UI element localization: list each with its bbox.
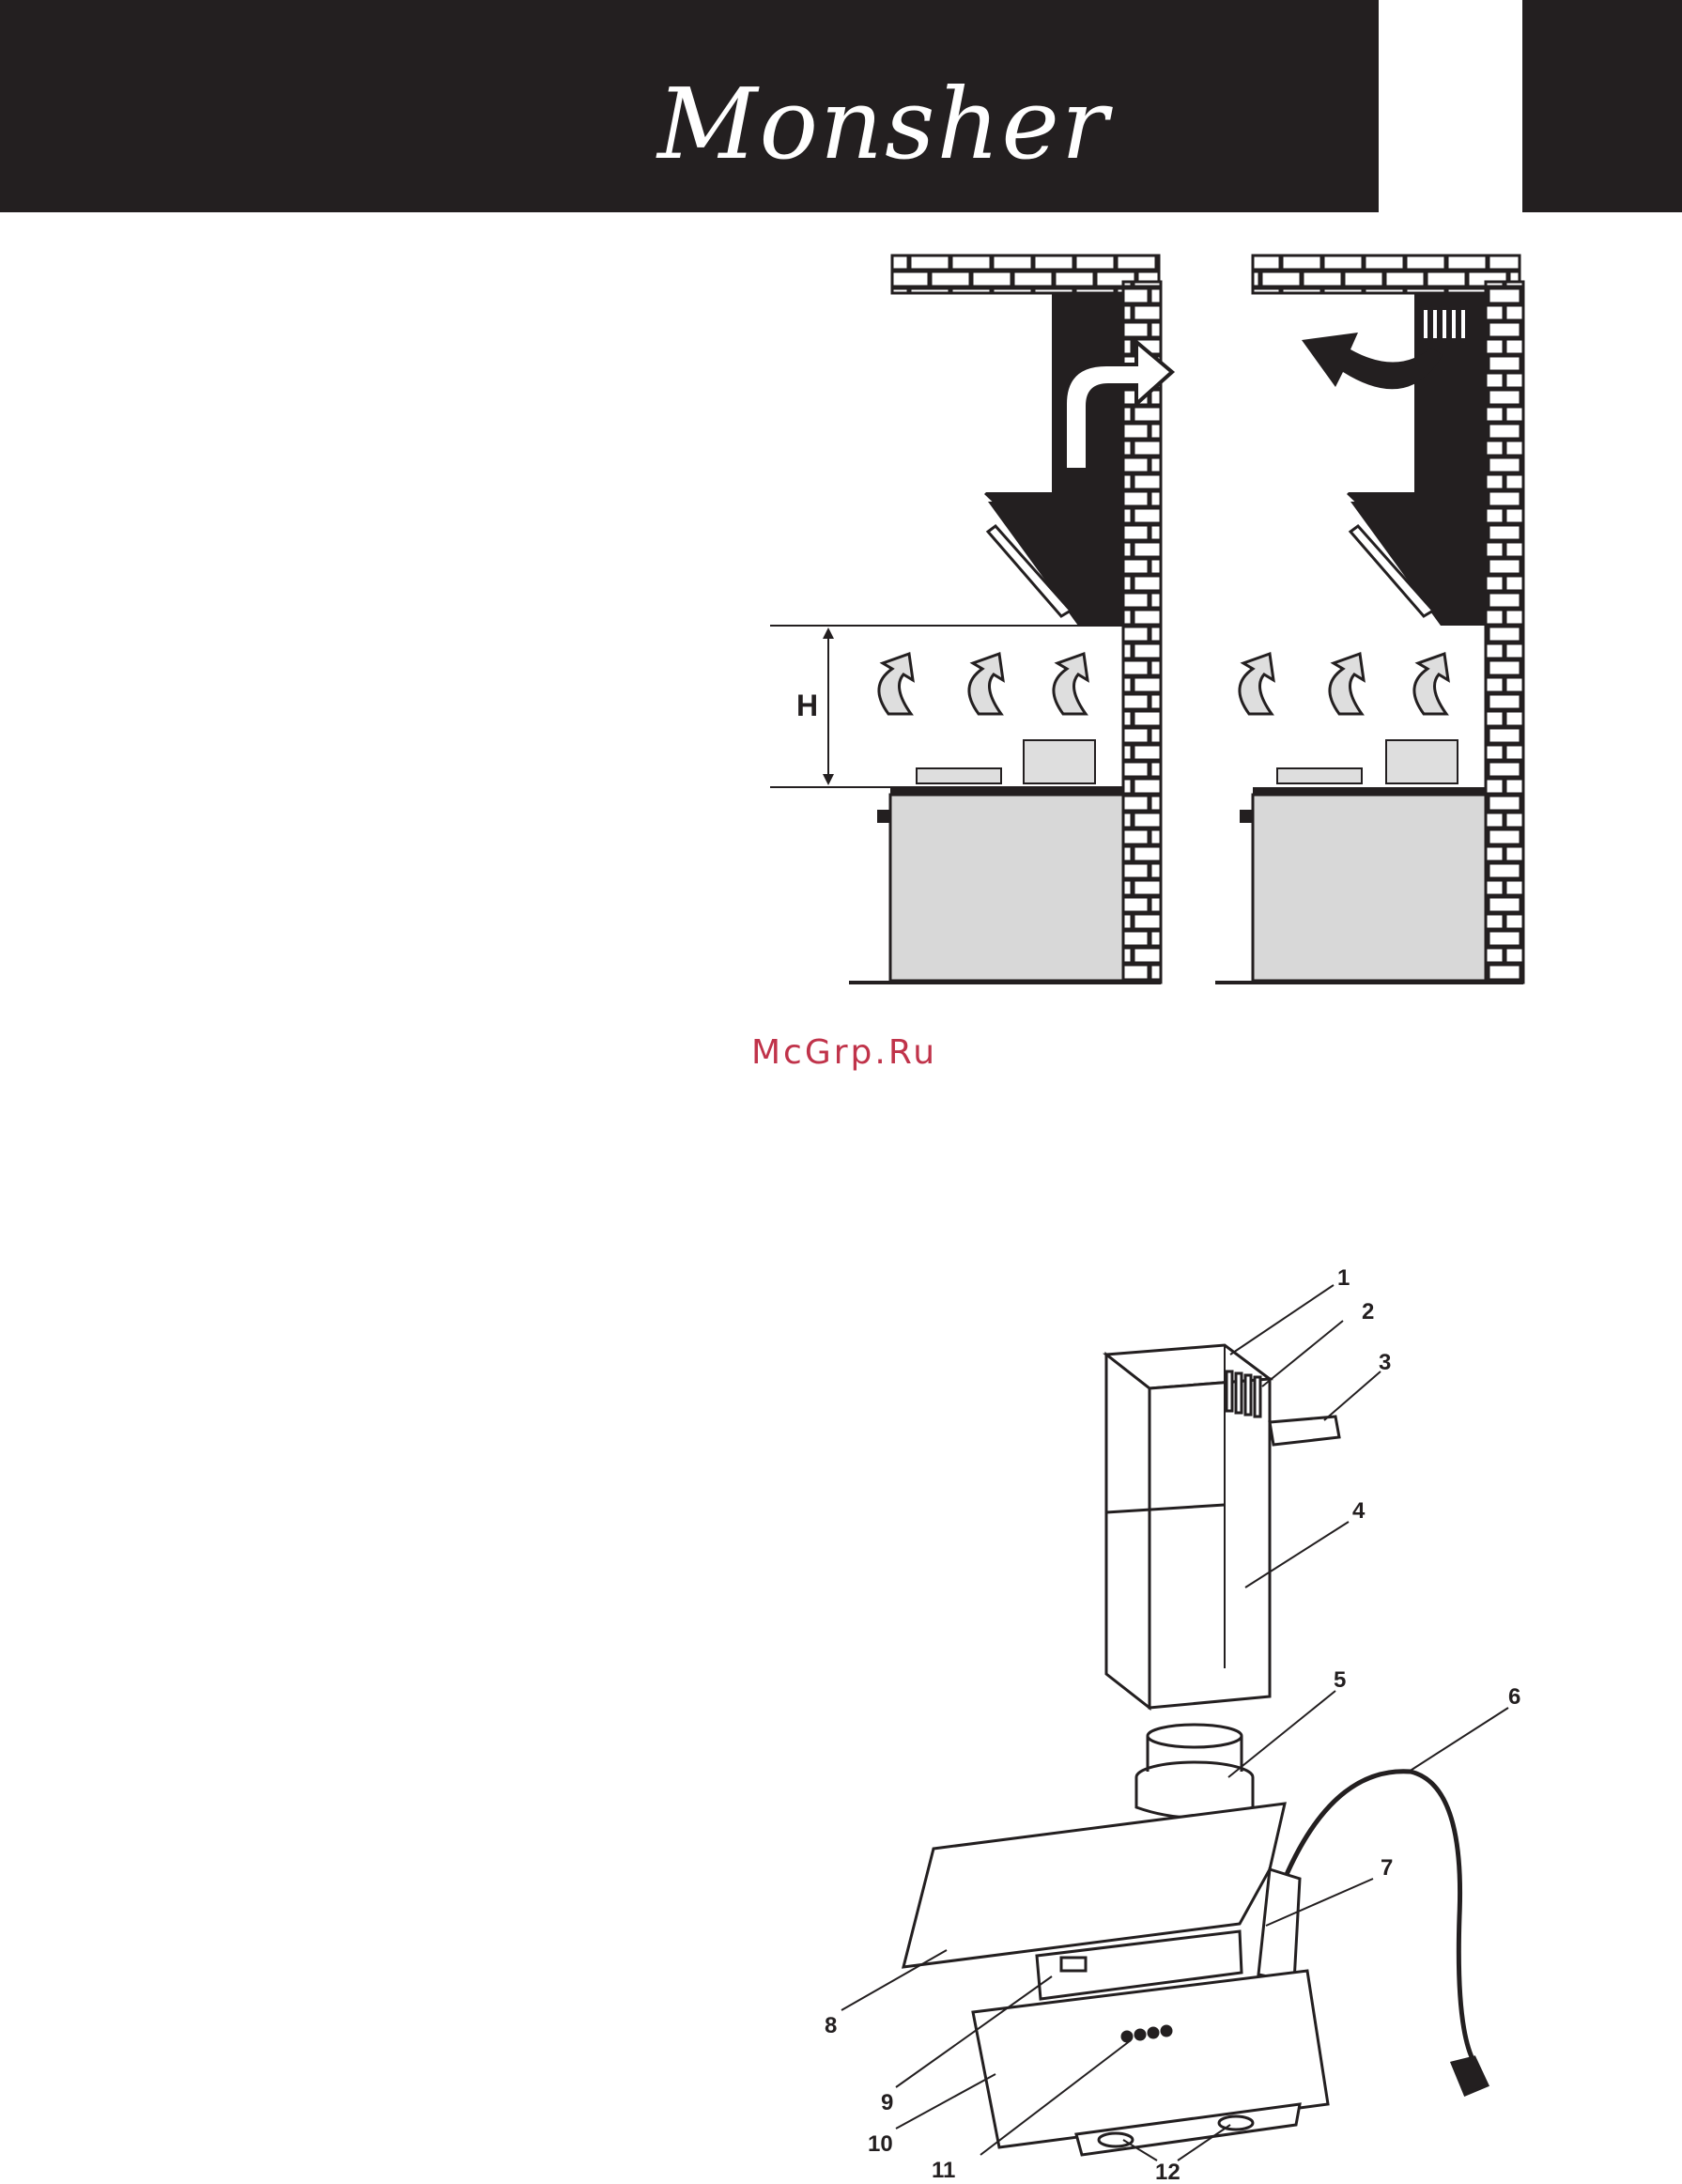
callout-5: 5 — [1334, 1667, 1346, 1693]
callout-2: 2 — [1362, 1299, 1374, 1324]
watermark: McGrp.Ru — [751, 1033, 937, 1072]
callout-7: 7 — [1381, 1855, 1393, 1881]
callout-10: 10 — [868, 2131, 893, 2157]
height-label: H — [796, 689, 818, 722]
callout-1: 1 — [1337, 1265, 1350, 1291]
parts-exploded-view — [903, 1345, 1488, 2155]
installation-left-ducted: H — [770, 256, 1172, 983]
callout-3: 3 — [1379, 1350, 1391, 1375]
callout-6: 6 — [1508, 1684, 1520, 1710]
callout-12: 12 — [1155, 2160, 1180, 2184]
installation-right-recirculation — [1215, 256, 1523, 983]
callout-4: 4 — [1352, 1498, 1366, 1524]
callout-8: 8 — [825, 2013, 837, 2038]
callout-9: 9 — [881, 2090, 893, 2115]
callout-11: 11 — [932, 2158, 955, 2183]
